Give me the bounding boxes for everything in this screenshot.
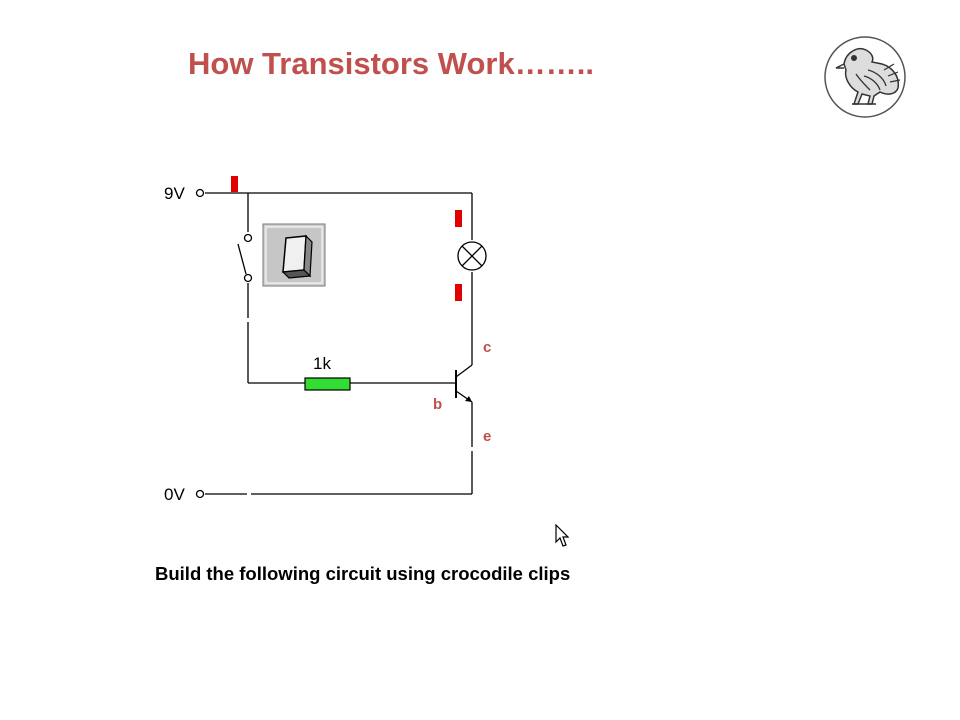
resistor-label: 1k xyxy=(313,354,331,373)
supply-top-terminal xyxy=(195,188,205,198)
crocodile-clip-top xyxy=(231,176,238,192)
slide-title: How Transistors Work…….. xyxy=(188,46,594,81)
bird-emblem-icon xyxy=(824,36,906,118)
switch-symbol xyxy=(237,233,253,283)
crocodile-clip-lamp-top xyxy=(455,210,462,227)
base-label: b xyxy=(433,396,442,413)
resistor xyxy=(304,377,351,391)
supply-bottom-label: 0V xyxy=(164,485,185,504)
emitter-label: e xyxy=(483,428,491,445)
instruction-text: Build the following circuit using crocod… xyxy=(155,563,571,584)
crocodile-clip-lamp-bottom xyxy=(455,284,462,301)
lamp-icon xyxy=(457,241,487,271)
supply-bottom-terminal xyxy=(195,489,205,499)
supply-top-label: 9V xyxy=(164,184,185,203)
collector-label: c xyxy=(483,339,491,356)
rocker-switch-icon[interactable] xyxy=(262,223,326,287)
mouse-pointer-icon xyxy=(555,524,569,547)
circuit-wires xyxy=(205,192,473,495)
transistor-symbol xyxy=(455,364,473,403)
